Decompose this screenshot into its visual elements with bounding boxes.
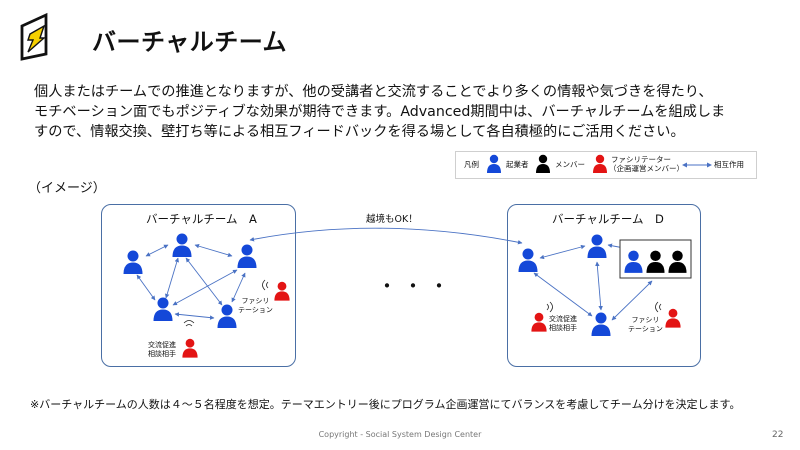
interaction-arrow xyxy=(174,312,215,320)
founder-person-icon xyxy=(123,250,143,274)
description-line: 個人またはチームでの推進となりますが、他の受講者と交流することでより多くの情報や… xyxy=(34,84,713,100)
description-text: 個人またはチームでの推進となりますが、他の受講者と交流することでより多くの情報や… xyxy=(34,82,774,142)
interaction-arrow xyxy=(136,274,156,301)
signal-wave-icon xyxy=(183,320,195,327)
double-arrow-icon xyxy=(682,162,712,168)
description-line: モチベーション面でもポジティブな効果が期待できます。Advanced期間中は、バ… xyxy=(34,104,726,120)
page-title: バーチャルチーム xyxy=(92,28,288,56)
interaction-arrow xyxy=(595,261,603,311)
signal-wave-icon xyxy=(655,301,662,313)
interaction-arrow xyxy=(145,244,169,257)
founder-person-icon xyxy=(591,312,611,336)
facilitator-person-icon xyxy=(182,338,198,358)
team-d-arrows xyxy=(533,243,653,321)
signal-wave-icon xyxy=(546,301,553,313)
legend-title: 凡例 xyxy=(464,160,479,169)
team-a-title: バーチャルチーム A xyxy=(146,212,257,226)
legend-member-label: メンバー xyxy=(555,160,585,169)
cross-team-arrow xyxy=(249,227,523,245)
signal-wave-icon xyxy=(262,279,269,291)
interaction-arrow xyxy=(231,272,246,303)
team-a-arrows xyxy=(136,243,246,320)
cross-team-label: 越境もOK！ xyxy=(366,214,418,225)
ellipsis: ・・・ xyxy=(377,274,455,298)
bolt-flag-logo xyxy=(20,12,48,61)
founder-person-icon xyxy=(518,248,538,272)
founder-person-icon xyxy=(172,233,192,257)
interaction-arrow xyxy=(165,257,179,299)
facilitator-person-icon xyxy=(531,312,547,332)
founder-person-icon xyxy=(587,234,607,258)
copyright-footer: Copyright - Social System Design Center xyxy=(318,430,482,439)
interaction-arrow xyxy=(172,269,238,306)
founder-person-icon xyxy=(217,304,237,328)
interaction-arrow xyxy=(611,280,653,321)
interaction-arrow xyxy=(533,272,593,317)
legend: 凡例 起業者 メンバー ファシリテーター （企画運営メンバー） 相互作用 xyxy=(455,151,757,179)
legend-facilitator-sublabel: （企画運営メンバー） xyxy=(609,164,684,173)
page-number: 22 xyxy=(772,430,784,440)
facilitation-label: ファシリ テーション xyxy=(628,316,663,333)
facilitation-label: ファシリ テーション xyxy=(238,297,273,314)
facilitator-person-icon xyxy=(274,281,290,301)
exchange-label: 交流促進 相談相手 xyxy=(549,315,577,332)
member-person-icon xyxy=(536,154,550,173)
interaction-arrow xyxy=(539,244,586,260)
founder-person-icon xyxy=(153,297,173,321)
exchange-label: 交流促進 相談相手 xyxy=(148,341,176,358)
legend-founder-label: 起業者 xyxy=(506,160,529,169)
facilitator-person-icon xyxy=(665,308,681,328)
legend-interaction-label: 相互作用 xyxy=(714,160,744,169)
facilitator-person-icon xyxy=(593,154,607,173)
founder-person-icon xyxy=(237,244,257,268)
team-d-title: バーチャルチーム D xyxy=(552,212,664,226)
interaction-arrow xyxy=(194,243,233,258)
footnote: ※バーチャルチームの人数は４～５名程度を想定。テーマエントリー後にプログラム企画… xyxy=(30,398,741,411)
description-line: すので、情報交換、壁打ち等による相互フィードバックを得る場として各自積極的にご活… xyxy=(34,124,685,140)
image-label: （イメージ） xyxy=(28,181,106,196)
legend-facilitator-label: ファシリテーター xyxy=(611,155,671,164)
founder-person-icon xyxy=(487,154,501,173)
